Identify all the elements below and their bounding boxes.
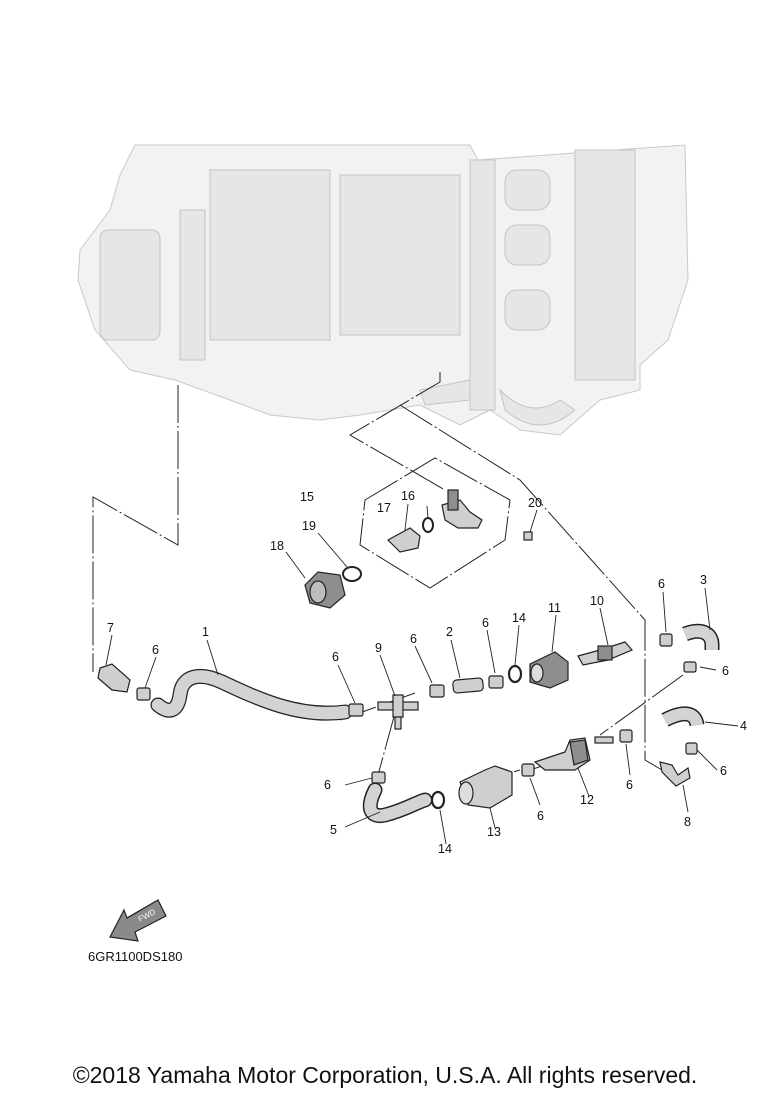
callout-6-b: 6 (332, 650, 339, 664)
callout-6-d: 6 (482, 616, 489, 630)
callout-7: 7 (107, 621, 114, 635)
part-2-hose-short (452, 677, 484, 694)
callout-14-a: 14 (512, 611, 526, 625)
callout-6-j: 6 (324, 778, 331, 792)
callout-20: 20 (528, 496, 542, 510)
part-6-clamp-i (371, 771, 386, 784)
callout-6-e: 6 (658, 577, 665, 591)
part-6-clamp-b (429, 684, 445, 698)
part-4-elbow (661, 706, 705, 727)
callout-6-a: 6 (152, 643, 159, 657)
part-14-clamp-ring-top (507, 664, 523, 684)
callout-14-b: 14 (438, 842, 452, 856)
part-13-filter (458, 765, 513, 809)
fwd-arrow-icon: FWD (109, 899, 167, 942)
callout-10: 10 (590, 594, 604, 608)
callout-8: 8 (684, 815, 691, 829)
callout-5: 5 (330, 823, 337, 837)
callout-11: 11 (548, 601, 561, 615)
callout-6-i: 6 (537, 809, 544, 823)
routing-lines (92, 372, 684, 786)
callout-17: 17 (377, 501, 391, 515)
callout-6-c: 6 (410, 632, 417, 646)
part-5-hose-bent (362, 782, 433, 824)
callout-19: 19 (302, 519, 316, 533)
part-19-clamp (342, 566, 362, 582)
copyright-notice: ©2018 Yamaha Motor Corporation, U.S.A. A… (72, 1062, 698, 1088)
part-6-clamp-left (136, 687, 151, 701)
part-16-o-ring (422, 517, 434, 533)
callout-2: 2 (446, 625, 453, 639)
part-7-fitting (97, 663, 131, 693)
part-1-hose (150, 668, 353, 721)
callout-3: 3 (700, 573, 707, 587)
callout-6-g: 6 (720, 764, 727, 778)
part-8-elbow-fitting (659, 761, 691, 787)
callout-1: 1 (202, 625, 209, 639)
callouts: 1 2 3 4 5 6 6 6 6 6 6 6 6 6 6 7 8 9 10 1… (107, 489, 747, 856)
part-17-valve (387, 527, 421, 553)
part-18-grommet (304, 571, 346, 609)
part-9-tee-fitting (377, 694, 419, 730)
part-6-clamp-g (619, 729, 633, 743)
callout-4: 4 (740, 719, 747, 733)
callout-16: 16 (401, 489, 415, 503)
part-10-check-valve (577, 641, 634, 666)
callout-12: 12 (580, 793, 594, 807)
part-11-filter (529, 651, 569, 689)
diagram-code: 6GR1100DS180 (88, 949, 182, 964)
part-6-clamp-d (659, 633, 673, 647)
part-6-clamp-a (348, 703, 364, 717)
callout-6-h: 6 (626, 778, 633, 792)
part-6-clamp-c (488, 675, 504, 689)
part-6-clamp-e (683, 661, 697, 673)
leader-lines (105, 503, 739, 845)
part-12-filter-valve (533, 736, 614, 771)
callout-9: 9 (375, 641, 382, 655)
part-15-valve-body (441, 489, 483, 529)
callout-6-f: 6 (722, 664, 729, 678)
part-20-bolt (523, 531, 533, 541)
callout-18: 18 (270, 539, 284, 553)
callout-13: 13 (487, 825, 501, 839)
callout-15: 15 (300, 490, 314, 504)
part-6-clamp-f (685, 742, 698, 755)
part-6-clamp-h (521, 763, 535, 777)
engine-block-illustration (77, 144, 689, 436)
part-3-elbow (682, 623, 720, 650)
part-14-clamp-ring-bottom (430, 790, 446, 810)
